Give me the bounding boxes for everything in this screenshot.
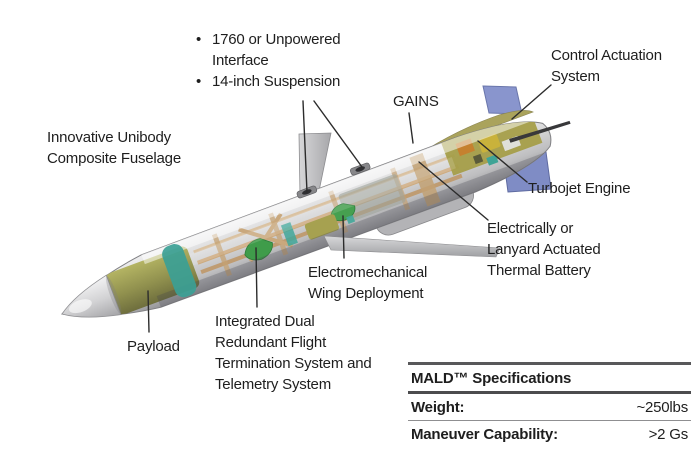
leader-payload bbox=[147, 290, 150, 333]
label-1760-interface: • 1760 or Unpowered Interface bbox=[196, 31, 341, 69]
spec-maneuver-label: Maneuver Capability: bbox=[411, 426, 558, 443]
bullet-icon: • bbox=[196, 31, 202, 48]
label-thermal-battery: Electrically or Lanyard Actuated Thermal… bbox=[487, 220, 601, 279]
label-flight-termination: Integrated Dual Redundant Flight Termina… bbox=[215, 313, 372, 393]
label-14inch-suspension: • 14-inch Suspension bbox=[196, 73, 341, 90]
tail-fin-top bbox=[482, 85, 523, 115]
spec-weight-label: Weight: bbox=[411, 399, 465, 416]
label-wing-deployment: Electromechanical Wing Deployment bbox=[308, 264, 428, 302]
flight-termination-unit bbox=[244, 238, 273, 261]
thermal-battery-ring bbox=[409, 152, 441, 207]
spec-row-maneuver: Maneuver Capability: >2 Gs bbox=[408, 421, 691, 447]
leader-control-actuation bbox=[511, 84, 552, 120]
leader-lines bbox=[147, 84, 552, 333]
spec-table-top-rule bbox=[408, 362, 691, 365]
spec-table-title: MALD™ Specifications bbox=[408, 365, 691, 394]
olive-avionics bbox=[304, 214, 340, 240]
leader-suspension-a bbox=[302, 100, 308, 193]
wing-blade bbox=[323, 235, 501, 258]
tail-probe bbox=[509, 120, 571, 143]
leader-suspension-b bbox=[313, 100, 363, 168]
leader-flight-termination bbox=[255, 247, 258, 308]
leader-thermal-battery bbox=[418, 161, 489, 221]
spec-weight-value: ~250lbs bbox=[636, 399, 688, 416]
spec-maneuver-value: >2 Gs bbox=[648, 426, 689, 443]
leader-gains bbox=[408, 112, 414, 144]
label-turbojet-engine: Turbojet Engine bbox=[528, 180, 631, 197]
bullet-icon: • bbox=[196, 73, 202, 90]
payload-teal-ring bbox=[162, 244, 197, 298]
interface-bullet-list: • 1760 or Unpowered Interface • 14-inch … bbox=[196, 29, 352, 92]
label-payload: Payload bbox=[127, 338, 180, 355]
avionics-box bbox=[338, 174, 406, 223]
leader-turbojet bbox=[477, 140, 528, 183]
teal-ring-small bbox=[280, 222, 298, 247]
spec-row-weight: Weight: ~250lbs bbox=[408, 394, 691, 421]
spec-table: MALD™ Specifications Weight: ~250lbs Man… bbox=[408, 362, 691, 447]
label-control-actuation: Control Actuation System bbox=[551, 47, 662, 85]
leader-wing-deployment bbox=[342, 215, 345, 259]
label-fuselage: Innovative Unibody Composite Fuselage bbox=[47, 129, 181, 167]
suspension-lug-rear bbox=[349, 162, 371, 176]
label-gains: GAINS bbox=[393, 93, 439, 110]
